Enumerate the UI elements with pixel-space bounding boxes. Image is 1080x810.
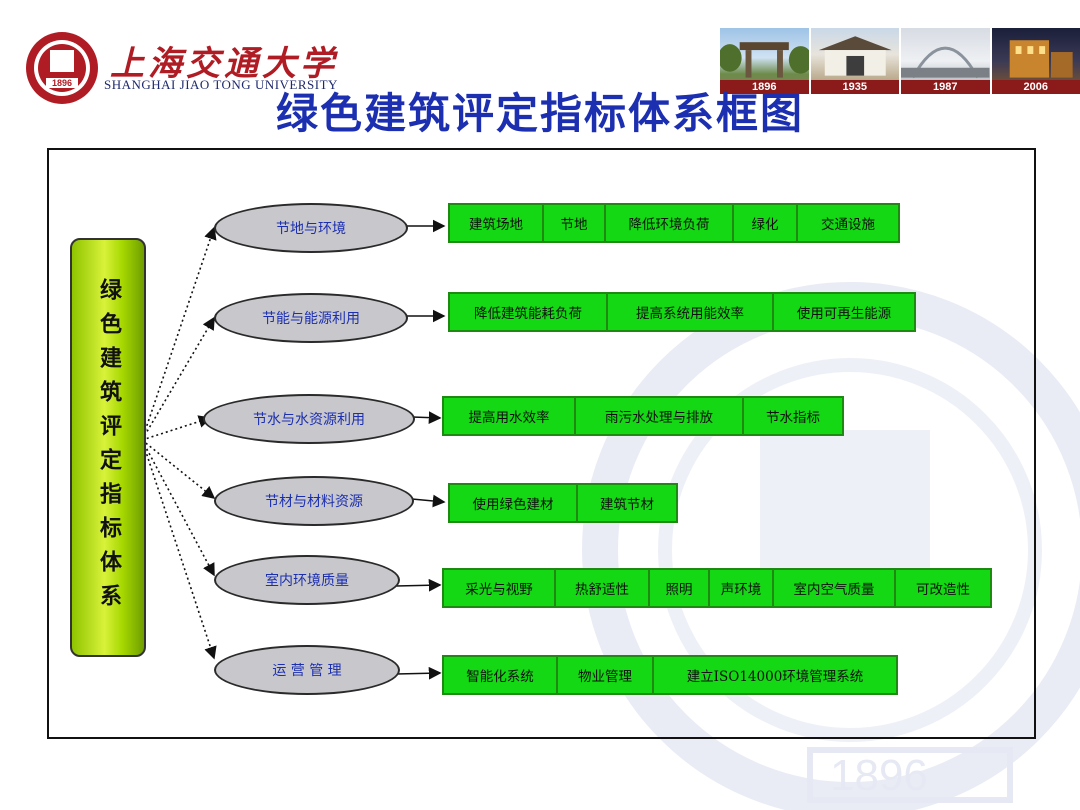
root-label: 绿色建筑评定指标体系 [96,277,121,618]
item-cell: 降低建筑能耗负荷 [448,292,608,332]
solid-arrow [395,578,442,592]
night-building-icon [1009,40,1073,78]
svg-text:1896: 1896 [52,78,72,88]
category-node: 节水与水资源利用 [203,394,415,444]
photo-year: 1987 [901,80,990,94]
item-cell: 降低环境负荷 [604,203,734,243]
item-row: 提高用水效率 雨污水处理与排放 节水指标 [442,396,844,436]
svg-text:1896: 1896 [830,751,928,800]
item-cell: 采光与视野 [442,568,556,608]
gate-icon [720,42,809,78]
item-cell: 物业管理 [556,655,654,695]
category-node: 运 营 管 理 [214,645,400,695]
item-cell: 使用可再生能源 [772,292,916,332]
university-name-en: SHANGHAI JIAO TONG UNIVERSITY [104,77,338,92]
item-cell: 热舒适性 [554,568,650,608]
solid-arrow [395,666,442,680]
item-cell: 室内空气质量 [772,568,896,608]
item-cell: 使用绿色建材 [448,483,578,523]
item-row: 建筑场地 节地 降低环境负荷 绿化 交通设施 [448,203,900,243]
diagram-frame [47,148,1036,739]
item-cell: 交通设施 [796,203,900,243]
dotted-connector [141,439,216,500]
history-photo-strip: 1896 1935 1987 2006 [720,28,1080,94]
item-cell: 照明 [648,568,710,608]
category-node: 节地与环境 [214,203,408,253]
item-cell: 节水指标 [742,396,844,436]
item-cell: 建立ISO14000环境管理系统 [652,655,898,695]
item-cell: 提高用水效率 [442,396,576,436]
dotted-connector [141,316,215,441]
item-cell: 提高系统用能效率 [606,292,774,332]
item-cell: 雨污水处理与排放 [574,396,744,436]
item-row: 采光与视野 热舒适性 照明 声环境 室内空气质量 可改造性 [442,568,992,608]
photo-2006: 2006 [991,28,1080,94]
dotted-connector [141,439,215,577]
item-row: 智能化系统 物业管理 建立ISO14000环境管理系统 [442,655,898,695]
category-node: 节材与材料资源 [214,476,414,526]
item-row: 使用绿色建材 建筑节材 [448,483,678,523]
category-node: 室内环境质量 [214,555,400,605]
photo-year: 1935 [810,80,899,94]
item-cell: 建筑节材 [576,483,678,523]
page-title: 绿色建筑评定指标体系框图 [275,89,804,138]
university-logo-icon: 1896 [26,32,98,104]
dotted-connector [141,415,212,441]
item-cell: 节地 [542,203,606,243]
building-icon [818,36,892,76]
university-name-cn: 上海交通大学 [110,44,338,84]
item-cell: 可改造性 [894,568,992,608]
photo-year: 2006 [991,80,1080,94]
solid-arrow [411,411,442,424]
photo-1896: 1896 [720,28,809,94]
item-cell: 智能化系统 [442,655,558,695]
item-cell: 建筑场地 [448,203,544,243]
dotted-connector [141,439,217,660]
dotted-connector [141,226,217,441]
item-cell: 声环境 [708,568,774,608]
root-node: 绿色建筑评定指标体系 [70,238,146,657]
photo-1987: 1987 [901,28,990,94]
photo-1935: 1935 [810,28,899,94]
solid-arrow [411,494,446,508]
category-node: 节能与能源利用 [214,293,408,343]
item-row: 降低建筑能耗负荷 提高系统用能效率 使用可再生能源 [448,292,916,332]
photo-year: 1896 [720,80,809,94]
arch-icon [901,46,990,79]
item-cell: 绿化 [732,203,798,243]
